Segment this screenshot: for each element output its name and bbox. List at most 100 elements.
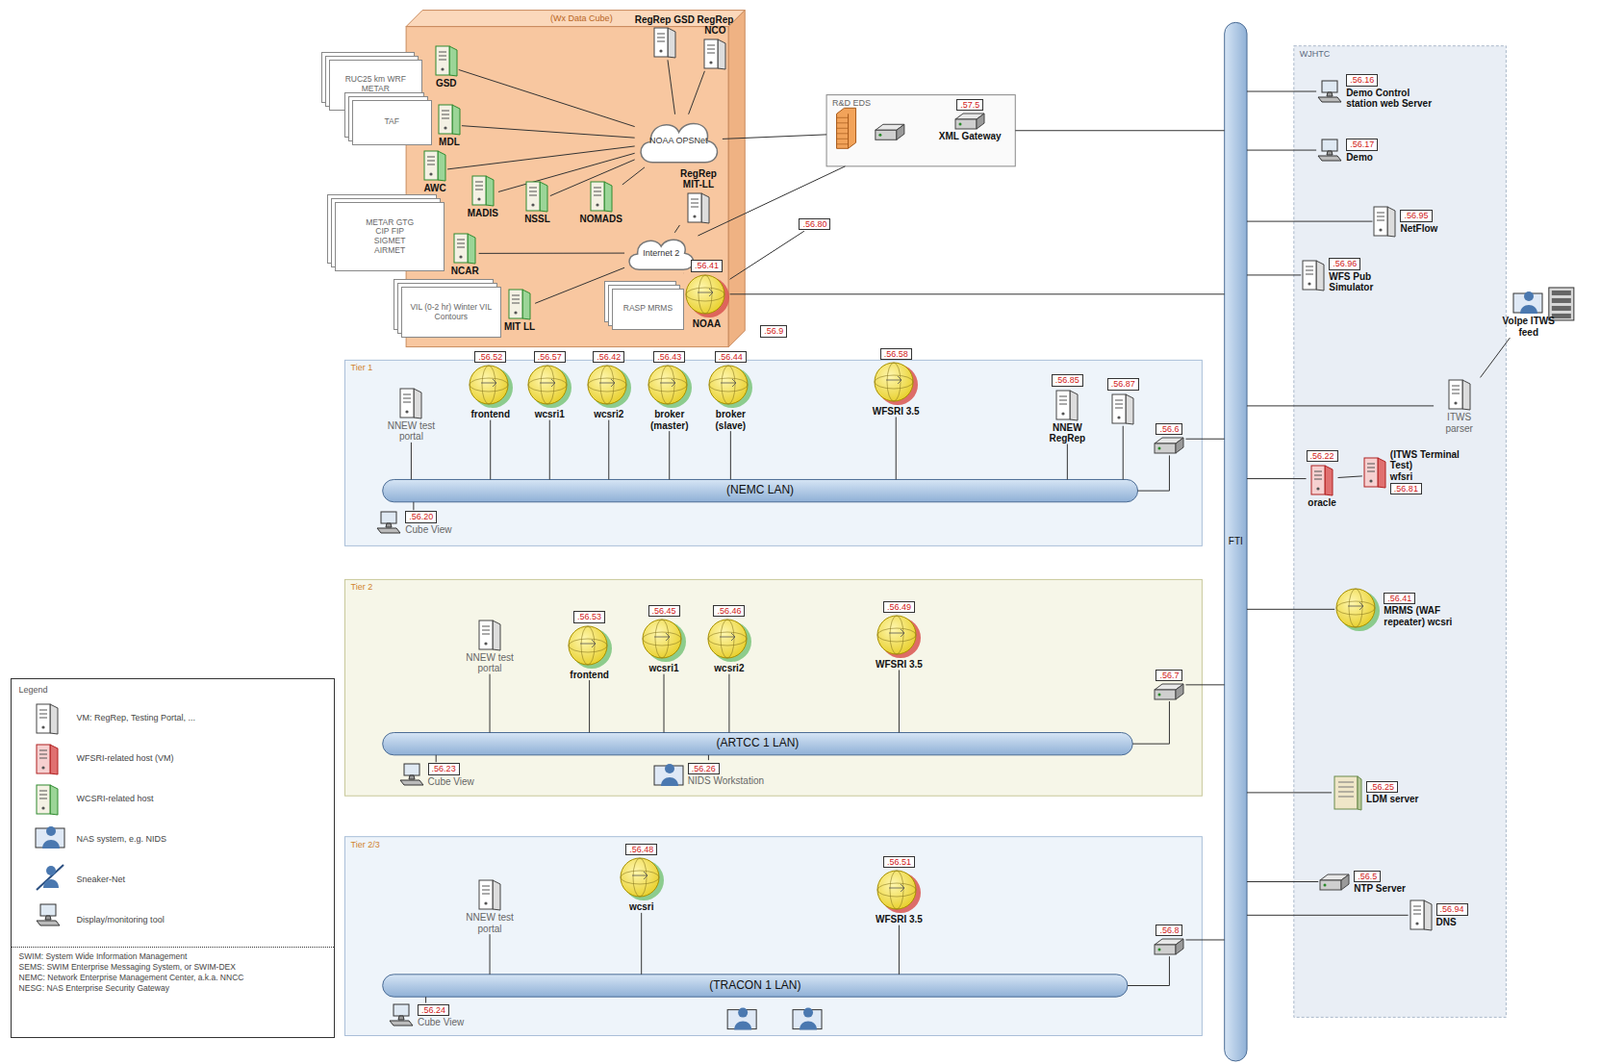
cwcs-icon	[585, 363, 633, 409]
node-label: Volpe ITWS feed	[1498, 315, 1560, 338]
node-label: NTP Server	[1353, 883, 1406, 895]
text-column: .56.26NIDS Workstation	[687, 761, 764, 788]
network-link	[1132, 701, 1169, 744]
network-node: .56.51WFSRI 3.5	[875, 855, 923, 926]
node-label: ITWS parser	[1433, 411, 1485, 434]
node-label: RegRep NCO	[685, 14, 746, 37]
vm-icon	[1447, 377, 1473, 412]
cwcs-icon	[707, 363, 754, 409]
lan-pipe	[382, 732, 1134, 755]
network-link	[1127, 956, 1170, 986]
network-node: .56.94DNS	[1408, 897, 1469, 933]
ip-callout: .56.52	[474, 351, 507, 363]
node-label: R&D EDS	[832, 98, 871, 108]
text-column: (ITWS Terminal Test)wfsri.56.81	[1390, 449, 1477, 497]
vm-icon	[1408, 897, 1434, 933]
network-node: RegRep NCO	[685, 14, 746, 72]
network-link	[435, 755, 437, 762]
network-link	[683, 273, 685, 275]
network-node: .56.53frontend	[566, 609, 613, 681]
vm-icon	[1300, 257, 1326, 293]
wcs-icon	[422, 148, 448, 183]
ip-callout: .56.85	[1051, 374, 1084, 386]
ip-callout: .56.41	[1383, 592, 1416, 605]
cwfs-icon	[872, 360, 919, 407]
node-label: RegRep MIT-LL	[675, 168, 722, 191]
nas-system-icon	[792, 1008, 822, 1031]
network-link	[622, 167, 645, 185]
network-node: MADIS	[467, 173, 499, 220]
ip-callout: .56.26	[687, 762, 720, 775]
network-node: .56.9	[760, 324, 788, 338]
network-link	[697, 166, 845, 236]
text-column: .56.16Demo Control station web Server	[1346, 73, 1444, 109]
node-label: wcsri	[629, 901, 655, 914]
node-label: Cube View	[428, 776, 475, 788]
cloud-shape	[629, 239, 694, 270]
node-label: wcsri1	[534, 408, 565, 421]
node-label: wfsri	[1390, 471, 1413, 483]
node-label: frontend	[470, 408, 510, 421]
network-link	[730, 293, 1225, 295]
text-column: .56.23Cube View	[428, 761, 475, 788]
network-link	[898, 669, 900, 733]
text-column: .56.96WFS Pub Simulator	[1328, 256, 1400, 293]
node-label: (ITWS Terminal Test)	[1390, 449, 1477, 472]
cwcs-icon	[1334, 586, 1381, 633]
network-link	[1138, 455, 1170, 491]
network-node: .56.95NetFlow	[1371, 203, 1438, 239]
ip-callout: .56.6	[1155, 423, 1183, 435]
network-link	[412, 502, 414, 511]
legend-sample	[32, 862, 68, 897]
text-column: .56.20Cube View	[405, 509, 452, 535]
lan-pipe	[382, 479, 1139, 502]
legend-sample	[32, 902, 68, 938]
ip-callout: .56.57	[533, 351, 566, 363]
network-link	[447, 146, 635, 170]
network-node: .56.42wcsri2	[585, 350, 633, 421]
node-label: WFS Pub Simulator	[1328, 271, 1400, 294]
network-link	[1246, 221, 1372, 223]
wfs-icon	[1362, 455, 1388, 490]
legend-sample	[32, 700, 68, 736]
network-node: RASP MRMS	[611, 288, 684, 330]
network-link	[479, 253, 625, 254]
node-label: (Wx Data Cube)	[550, 13, 613, 24]
abbreviation-note: SWIM: System Wide Information Management	[19, 951, 327, 963]
vm-icon	[685, 190, 712, 226]
band-area	[344, 359, 1202, 546]
node-label: RASP MRMS	[623, 304, 673, 314]
wcs-icon	[452, 230, 478, 266]
abbreviation-note: SEMS: SWIM Enterprise Messaging System, …	[19, 962, 327, 973]
ip-callout: .56.94	[1436, 903, 1469, 915]
person-icon	[1512, 287, 1545, 316]
ip-callout: .56.96	[1328, 257, 1361, 270]
node-label: WFSRI 3.5	[875, 914, 923, 926]
node-label: WFSRI 3.5	[872, 406, 920, 418]
node-label: NOAA	[692, 318, 721, 331]
legend-row: WFSRI-related host (VM)	[32, 740, 327, 776]
node-label: wcsri2	[593, 408, 624, 421]
network-node: .56.5NTP Server	[1318, 869, 1406, 895]
network-link	[1246, 609, 1335, 610]
node-label: AWC	[423, 182, 446, 195]
abbreviation-note: NEMC: Network Enterprise Management Cent…	[19, 972, 327, 984]
ip-callout: .56.17	[1346, 138, 1378, 151]
network-link	[730, 230, 805, 280]
wcs-icon	[507, 286, 533, 322]
legend-text: Sneaker-Net	[76, 874, 127, 885]
network-node: .56.45wcsri1	[640, 604, 687, 675]
ip-callout: .56.5	[1353, 870, 1381, 883]
ip-callout: .56.45	[648, 605, 681, 617]
node-label: wcsri2	[713, 662, 744, 675]
band2-area	[344, 579, 1202, 796]
network-link	[461, 126, 635, 138]
cwcs-icon	[467, 363, 514, 409]
network-link	[534, 267, 625, 304]
vm-icon	[398, 385, 424, 421]
network-node: R&D EDS.57.5XML Gateway	[826, 95, 1016, 167]
wcs-icon	[524, 178, 550, 214]
pc-icon	[1316, 138, 1344, 163]
network-node: .56.46wcsri2	[706, 604, 753, 675]
node-label: broker (master)	[644, 408, 694, 432]
